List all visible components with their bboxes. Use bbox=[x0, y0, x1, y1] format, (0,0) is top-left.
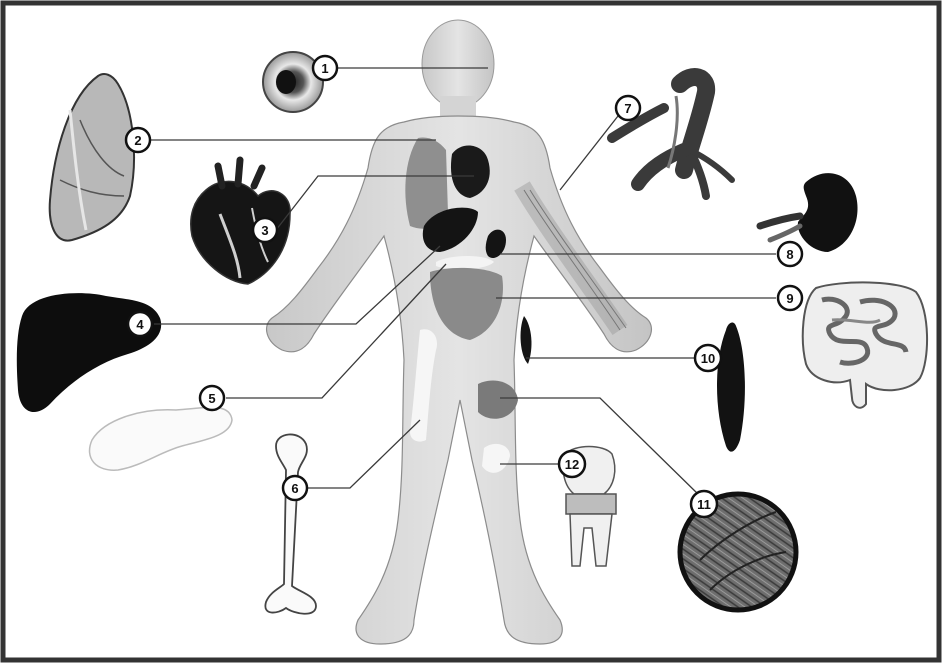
callout-6: 6 bbox=[283, 476, 307, 500]
callout-12: 12 bbox=[559, 451, 585, 477]
svg-text:5: 5 bbox=[208, 391, 215, 406]
svg-text:9: 9 bbox=[786, 291, 793, 306]
callout-3: 3 bbox=[253, 218, 277, 242]
callout-10: 10 bbox=[695, 345, 721, 371]
svg-text:12: 12 bbox=[565, 457, 579, 472]
callout-2: 2 bbox=[126, 128, 150, 152]
svg-text:4: 4 bbox=[136, 317, 144, 332]
svg-text:1: 1 bbox=[321, 61, 328, 76]
callout-8: 8 bbox=[778, 242, 802, 266]
callout-11: 11 bbox=[691, 491, 717, 517]
svg-text:8: 8 bbox=[786, 247, 793, 262]
callout-1: 1 bbox=[313, 56, 337, 80]
callout-7: 7 bbox=[616, 96, 640, 120]
svg-text:10: 10 bbox=[701, 351, 715, 366]
svg-text:11: 11 bbox=[697, 497, 711, 512]
callout-4: 4 bbox=[128, 312, 152, 336]
callout-9: 9 bbox=[778, 286, 802, 310]
callout-5: 5 bbox=[200, 386, 224, 410]
svg-text:2: 2 bbox=[134, 133, 141, 148]
svg-text:6: 6 bbox=[291, 481, 298, 496]
svg-text:3: 3 bbox=[261, 223, 268, 238]
svg-text:7: 7 bbox=[624, 101, 631, 116]
